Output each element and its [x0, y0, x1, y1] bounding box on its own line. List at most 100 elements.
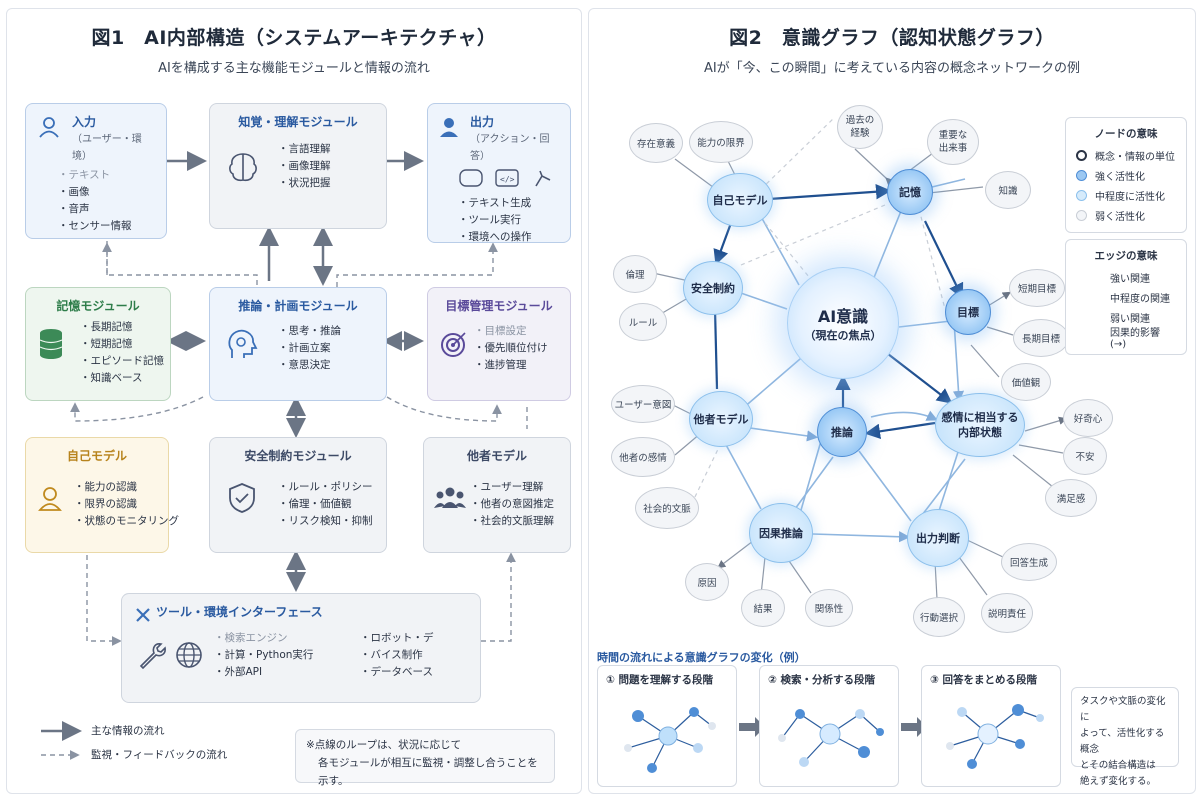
input-item: ・センサー情報 — [58, 220, 132, 232]
node-action: 行動選択 — [913, 597, 965, 637]
goal-item: ・進捗管理 — [474, 359, 527, 371]
memory-box: 記憶モジュール ・長期記憶 ・短期記憶 ・エピソード記憶 ・知識ベース — [25, 287, 171, 401]
node-output: 出力判断 — [907, 509, 969, 567]
memory-item: ・長期記憶 — [80, 321, 133, 333]
weak-dot-icon — [1076, 209, 1087, 221]
node-values: 価値観 — [1001, 363, 1051, 401]
node-explain: 説明責任 — [981, 593, 1033, 633]
fig2-subtitle: AIが「今、この瞬間」に考えている内容の概念ネットワークの例 — [703, 61, 1081, 76]
node-legend-title: ノードの意味 — [1094, 128, 1158, 140]
edge-legend-title: エッジの意味 — [1094, 250, 1158, 262]
tools-item: ・外部API — [214, 666, 263, 678]
node-past: 過去の 経験 — [837, 105, 883, 149]
othermodel-box: 他者モデル ・ユーザー理解 ・他者の意図推定 ・社会的文脈理解 — [423, 437, 571, 553]
shield-icon — [229, 483, 255, 513]
edge-legend-item: 弱い関連 — [1110, 313, 1150, 325]
tools-item: ・バイス制作 — [360, 649, 423, 661]
wrench-icon — [139, 643, 166, 670]
memory-item: ・エピソード記憶 — [80, 355, 164, 367]
edge-legend: エッジの意味 強い関連 中程度の関連 弱い関連 因果的影響 (→) — [1065, 239, 1187, 355]
node-rules: ルール — [619, 303, 667, 341]
reasoning-title: 推論・計画モジュール — [238, 299, 358, 313]
node-feelings: 他者の感情 — [611, 437, 675, 477]
person-icon — [440, 118, 458, 137]
mini-graph — [778, 709, 884, 767]
othermodel-item: ・ユーザー理解 — [470, 481, 544, 493]
edge-legend-item: 強い関連 — [1110, 273, 1150, 285]
node-curiosity: 好奇心 — [1063, 399, 1113, 437]
tools-title: ツール・環境インターフェース — [156, 605, 323, 619]
fig1-panel: 図1 AI内部構造（システムアーキテクチャ） AIを構成する主な機能モジュールと… — [6, 8, 582, 794]
reasoning-box: 推論・計画モジュール ・思考・推論 ・計画立案 ・意思決定 — [209, 287, 387, 401]
goal-title: 目標管理モジュール — [445, 299, 553, 313]
node-reasoning: 推論 — [817, 407, 867, 457]
safety-item: ・ルール・ポリシー — [278, 481, 373, 493]
fig2-panel: 図2 意識グラフ（認知状態グラフ） AIが「今、この瞬間」に考えている内容の概念… — [588, 8, 1196, 794]
output-title: 出力 — [470, 115, 495, 129]
selfmodel-item: ・限界の認識 — [74, 498, 137, 510]
center-node: AI意識 （現在の焦点） — [787, 267, 899, 379]
node-intent: ユーザー意図 — [611, 385, 675, 423]
strong-dot-icon — [1076, 169, 1087, 181]
node-legend: ノードの意味 概念・情報の単位 強く活性化 中程度に活性化 弱く活性化 — [1065, 117, 1187, 233]
node-ethics: 倫理 — [613, 255, 657, 293]
edge-legend-item: 因果的影響 (→) — [1110, 328, 1160, 350]
safety-item: ・リスク検知・抑制 — [278, 515, 373, 527]
node-cause: 原因 — [685, 563, 729, 601]
timeline-title: 時間の流れによる意識グラフの変化（例） — [597, 651, 806, 664]
edge-legend-item: 中程度の関連 — [1110, 293, 1170, 305]
stage-label: ② 検索・分析する段階 — [768, 674, 876, 686]
globe-icon — [176, 642, 202, 668]
tools-icon — [136, 608, 150, 622]
note-line: 各モジュールが相互に監視・調整し合うことを示す。 — [318, 757, 538, 787]
node-causal: 因果推論 — [749, 503, 813, 563]
output-item: ・テキスト生成 — [458, 197, 532, 209]
othermodel-item: ・他者の意図推定 — [470, 498, 554, 510]
output-icons: </> — [459, 169, 551, 187]
database-icon — [39, 329, 63, 359]
memory-item: ・短期記憶 — [80, 338, 133, 350]
stage-label: ③ 回答をまとめる段階 — [930, 674, 1038, 686]
robot-arm-icon — [535, 170, 551, 187]
node-important: 重要な 出来事 — [927, 119, 979, 165]
fig1-subtitle: AIを構成する主な機能モジュールと情報の流れ — [158, 61, 430, 76]
perception-item: ・状況把握 — [278, 177, 331, 189]
legend-main: 主な情報の流れ — [91, 725, 165, 737]
fig1-title: 図1 AI内部構造（システムアーキテクチャ） — [91, 27, 497, 49]
fig1-connectors — [41, 151, 528, 760]
node-answer: 回答生成 — [1001, 543, 1057, 581]
timeline-note-line: タスクや文脈の変化に — [1080, 696, 1166, 723]
input-sub: （ユーザー・環境） — [72, 134, 142, 162]
legend-feedback: 監視・フィードバックの流れ — [91, 749, 228, 761]
selfmodel-title: 自己モデル — [66, 449, 127, 463]
node-limits: 能力の限界 — [689, 121, 753, 163]
node-legend-item: 概念・情報の単位 — [1095, 151, 1175, 163]
safety-title: 安全制約モジュール — [244, 449, 352, 463]
tools-box: ツール・環境インターフェース ・検索エンジン ・計算・Python実行 ・外部A… — [121, 593, 481, 703]
mini-graph — [946, 704, 1044, 769]
node-legend-item: 中程度に活性化 — [1095, 191, 1165, 203]
node-emotion: 感情に相当する 内部状態 — [935, 393, 1025, 457]
selfmodel-item: ・状態のモニタリング — [74, 515, 179, 527]
user-outline-icon — [38, 487, 62, 511]
code-icon — [495, 169, 519, 187]
brain-icon — [229, 153, 257, 182]
node-short: 短期目標 — [1009, 269, 1065, 307]
svg-text:</>: </> — [500, 175, 515, 184]
selfmodel-box: 自己モデル ・能力の認識 ・限界の認識 ・状態のモニタリング — [25, 437, 179, 553]
tools-item: ・ロボット・デ — [360, 632, 434, 644]
safety-item: ・倫理・価値観 — [278, 498, 352, 510]
selfmodel-item: ・能力の認識 — [74, 481, 137, 493]
perception-title: 知覚・理解モジュール — [238, 115, 358, 129]
input-item: ・テキスト — [58, 169, 111, 181]
reasoning-item: ・思考・推論 — [278, 325, 341, 337]
node-relation: 関係性 — [805, 589, 853, 627]
input-item: ・画像 — [58, 186, 90, 198]
node-legend-item: 強く活性化 — [1095, 171, 1145, 183]
node-other: 他者モデル — [689, 391, 753, 447]
tools-item: ・データベース — [360, 666, 433, 678]
memory-title: 記憶モジュール — [56, 299, 140, 313]
node-selfmodel: 自己モデル — [707, 173, 773, 227]
memory-item: ・知識ベース — [80, 372, 143, 384]
tools-item: ・検索エンジン — [214, 632, 288, 644]
